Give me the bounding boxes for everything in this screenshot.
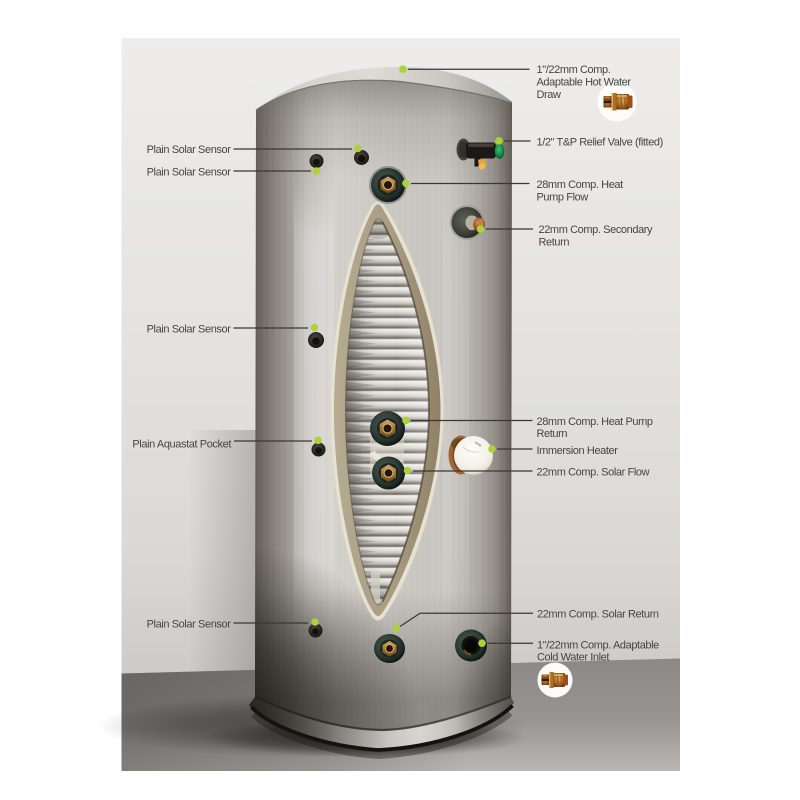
svg-text:Plain Aquastat Pocket: Plain Aquastat Pocket <box>132 438 231 450</box>
svg-text:Draw: Draw <box>537 89 562 101</box>
svg-text:1"/22mm Comp. Adaptable: 1"/22mm Comp. Adaptable <box>537 640 659 652</box>
svg-text:Plain Solar Sensor: Plain Solar Sensor <box>147 618 232 630</box>
svg-text:Return: Return <box>539 237 570 249</box>
svg-text:Plain Solar Sensor: Plain Solar Sensor <box>147 166 232 178</box>
svg-text:22mm Comp. Secondary: 22mm Comp. Secondary <box>539 224 654 236</box>
svg-text:Cold Water Inlet: Cold Water Inlet <box>537 651 609 663</box>
svg-text:Adaptable Hot Water: Adaptable Hot Water <box>537 77 632 89</box>
svg-text:Plain Solar Sensor: Plain Solar Sensor <box>147 323 232 335</box>
svg-text:1"/22mm Comp.: 1"/22mm Comp. <box>537 64 611 76</box>
svg-text:Pump Flow: Pump Flow <box>537 192 589 204</box>
svg-text:Immersion Heater: Immersion Heater <box>537 445 619 457</box>
svg-text:22mm Comp. Solar Return: 22mm Comp. Solar Return <box>537 608 659 620</box>
svg-text:Return: Return <box>537 428 568 440</box>
svg-text:Plain Solar Sensor: Plain Solar Sensor <box>147 144 232 156</box>
svg-text:28mm Comp. Heat: 28mm Comp. Heat <box>537 179 624 191</box>
svg-text:28mm Comp. Heat Pump: 28mm Comp. Heat Pump <box>537 416 653 428</box>
svg-text:22mm Comp. Solar Flow: 22mm Comp. Solar Flow <box>537 466 650 478</box>
svg-text:1/2" T&P Relief Valve (fitted): 1/2" T&P Relief Valve (fitted) <box>537 136 663 148</box>
